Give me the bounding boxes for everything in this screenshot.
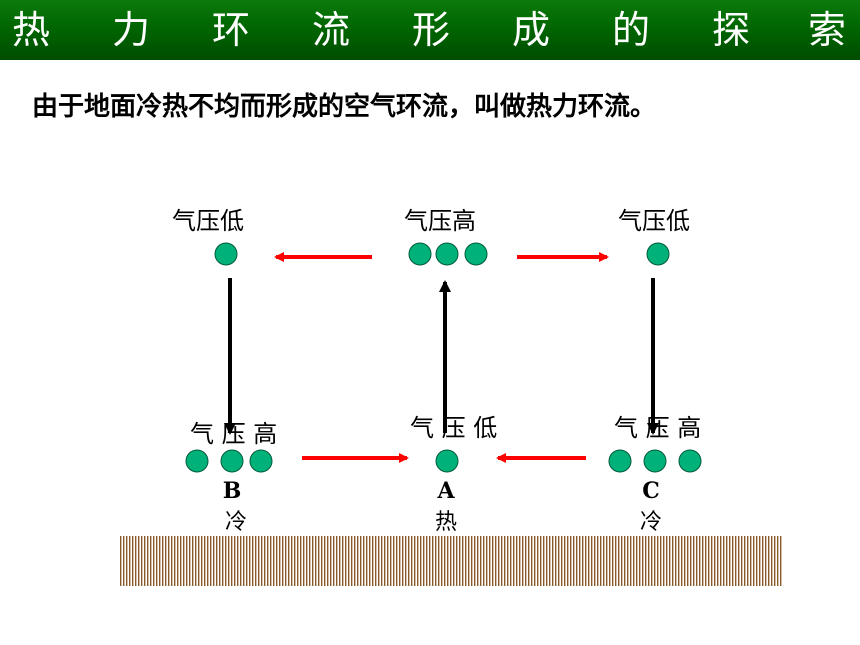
title-char: 的 bbox=[612, 8, 651, 52]
temperature-label-c: 冷 bbox=[639, 510, 662, 535]
title-char: 流 bbox=[312, 8, 351, 52]
molecule-lower-left-3 bbox=[249, 449, 273, 473]
title-char: 形 bbox=[412, 8, 451, 52]
molecule-upper-center-3 bbox=[464, 242, 488, 266]
title-char: 热 bbox=[12, 8, 51, 52]
upper-pressure-left: 气压低 bbox=[172, 207, 244, 235]
title-char: 环 bbox=[212, 8, 251, 52]
molecule-upper-center-2 bbox=[435, 242, 459, 266]
molecule-lower-right-3 bbox=[678, 449, 702, 473]
title-char: 探 bbox=[712, 8, 751, 52]
point-label-b: B bbox=[222, 478, 242, 504]
temperature-label-a: 热 bbox=[434, 510, 457, 535]
point-label-a: A bbox=[437, 478, 455, 504]
molecule-upper-left bbox=[214, 242, 238, 266]
molecule-lower-right-1 bbox=[608, 449, 632, 473]
temperature-label-b: 冷 bbox=[224, 510, 247, 535]
upper-pressure-center: 气压高 bbox=[404, 207, 476, 235]
title-char: 力 bbox=[112, 8, 151, 52]
molecule-lower-left-2 bbox=[220, 449, 244, 473]
title-char: 成 bbox=[512, 8, 551, 52]
title-bar: 热 力 环 流 形 成 的 探 索 bbox=[0, 0, 860, 60]
lower-pressure-right: 气 压 高 bbox=[614, 414, 702, 442]
molecule-lower-right-2 bbox=[643, 449, 667, 473]
ground-hatch bbox=[120, 536, 782, 586]
molecule-upper-right bbox=[646, 242, 670, 266]
molecule-lower-left-1 bbox=[185, 449, 209, 473]
upper-pressure-right: 气压低 bbox=[618, 207, 690, 235]
molecule-upper-center-1 bbox=[408, 242, 432, 266]
point-label-c: C bbox=[642, 478, 660, 504]
title-char: 索 bbox=[808, 8, 847, 52]
molecule-lower-center bbox=[435, 449, 459, 473]
lower-pressure-center: 气 压 低 bbox=[410, 414, 498, 442]
lower-pressure-left: 气 压 高 bbox=[190, 420, 278, 448]
definition-text: 由于地面冷热不均而形成的空气环流，叫做热力环流。 bbox=[32, 92, 657, 122]
